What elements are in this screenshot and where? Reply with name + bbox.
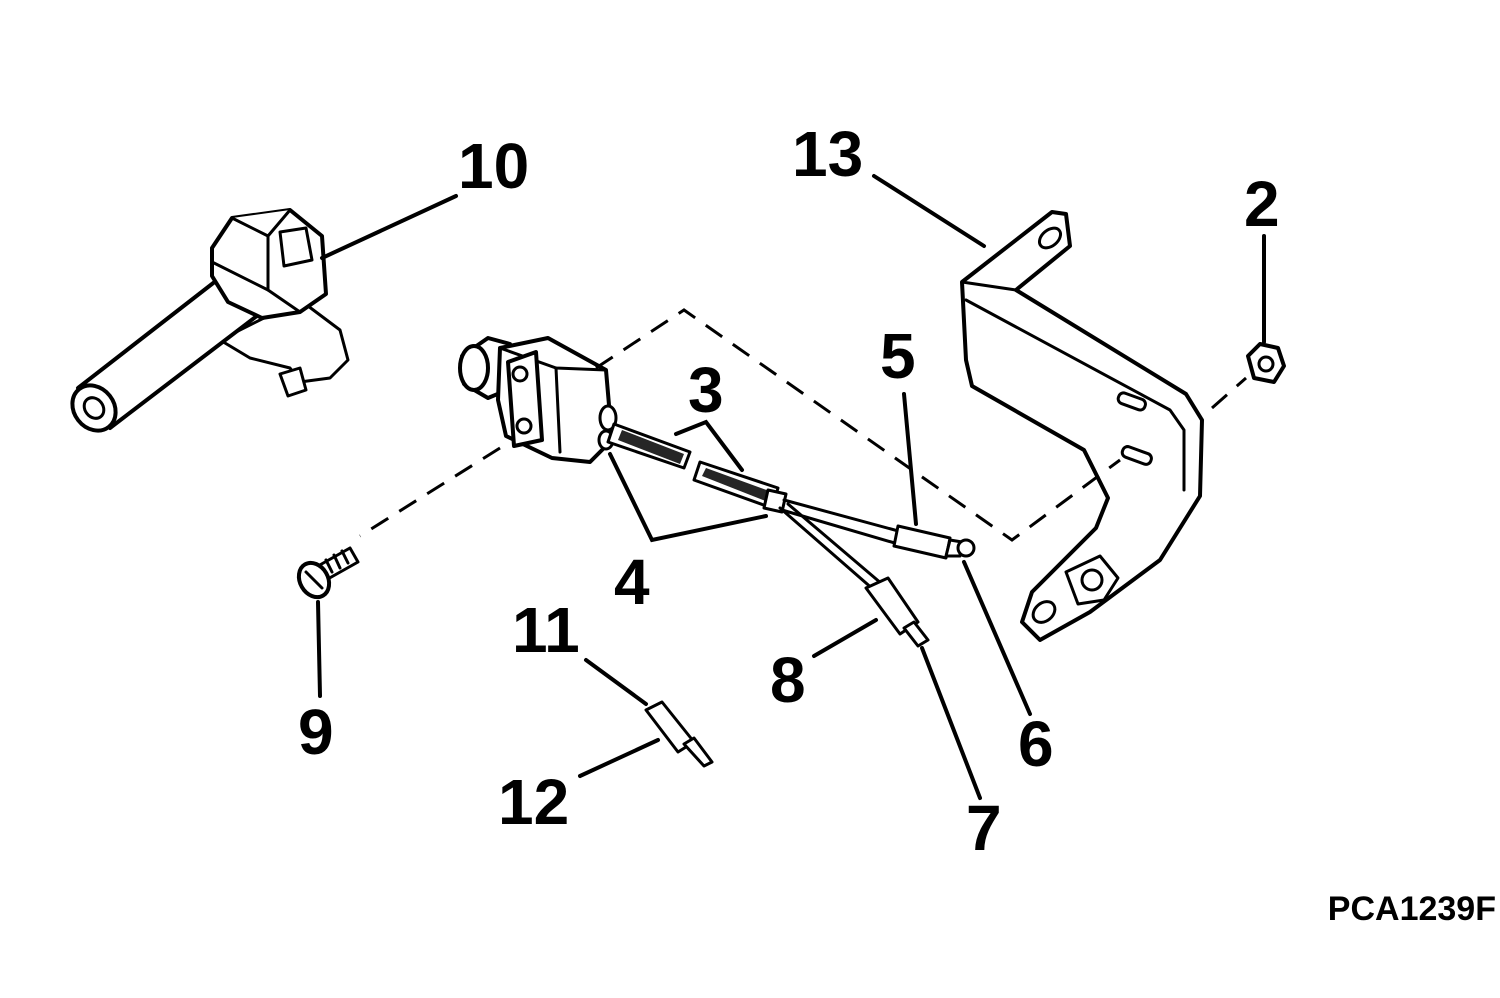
callout-9: 9: [298, 696, 334, 768]
wire-harness: [606, 422, 904, 592]
callout-3: 3: [688, 354, 724, 426]
figure-code: PCA1239F: [1328, 890, 1496, 928]
callout-13: 13: [792, 118, 863, 190]
part-6-terminal-tip: [956, 538, 976, 558]
callout-2: 2: [1244, 168, 1280, 240]
callout-7: 7: [966, 792, 1002, 864]
part-11-12-terminal: [644, 700, 714, 768]
part-2-nut: [1246, 342, 1286, 384]
callout-labels: 10 13 2 5 3 4 9 11 8 6 12 7: [298, 118, 1280, 864]
terminal-5: [892, 524, 964, 560]
part-9-screw: [296, 546, 360, 600]
part-10-lever-assembly: [70, 208, 350, 433]
part-13-bracket: [960, 210, 1204, 642]
callout-10: 10: [458, 130, 529, 202]
callout-6: 6: [1018, 708, 1054, 780]
terminal-8: [864, 576, 930, 648]
leader-lines: [316, 174, 1266, 800]
callout-5: 5: [880, 320, 916, 392]
switch-body: [458, 336, 618, 464]
callout-8: 8: [770, 644, 806, 716]
assembly-dashed-lines: [359, 308, 1247, 542]
callout-11: 11: [512, 594, 580, 666]
callout-12: 12: [498, 766, 569, 838]
callout-4: 4: [614, 546, 650, 618]
